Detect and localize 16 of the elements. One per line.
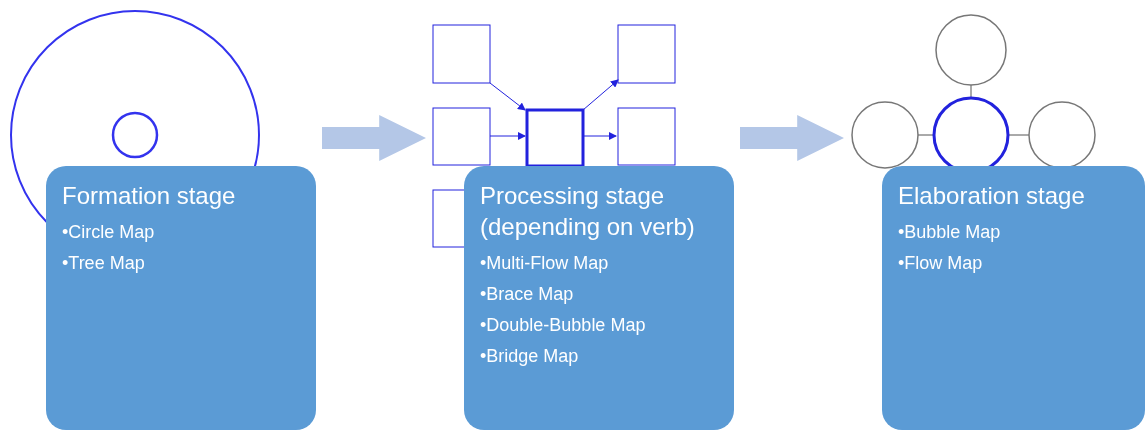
map-type-item: •Bridge Map [480, 345, 580, 368]
map-type-item: •Tree Map [62, 252, 146, 275]
block-arrow [740, 115, 844, 161]
stage-heading: Processing stage (depending on verb) [480, 181, 696, 242]
map-type-item: •Multi-Flow Map [480, 252, 610, 275]
stage-box [46, 166, 316, 430]
stage-box [464, 166, 734, 430]
map-type-item: •Bubble Map [898, 221, 1002, 244]
stage-heading: Formation stage [62, 181, 237, 211]
stage-heading: Elaboration stage [898, 181, 1086, 211]
stage-box [882, 166, 1145, 430]
map-type-item: •Brace Map [480, 283, 575, 306]
map-type-item: •Circle Map [62, 221, 156, 244]
block-arrow [322, 115, 426, 161]
map-type-item: •Flow Map [898, 252, 984, 275]
map-type-item: •Double-Bubble Map [480, 314, 647, 337]
